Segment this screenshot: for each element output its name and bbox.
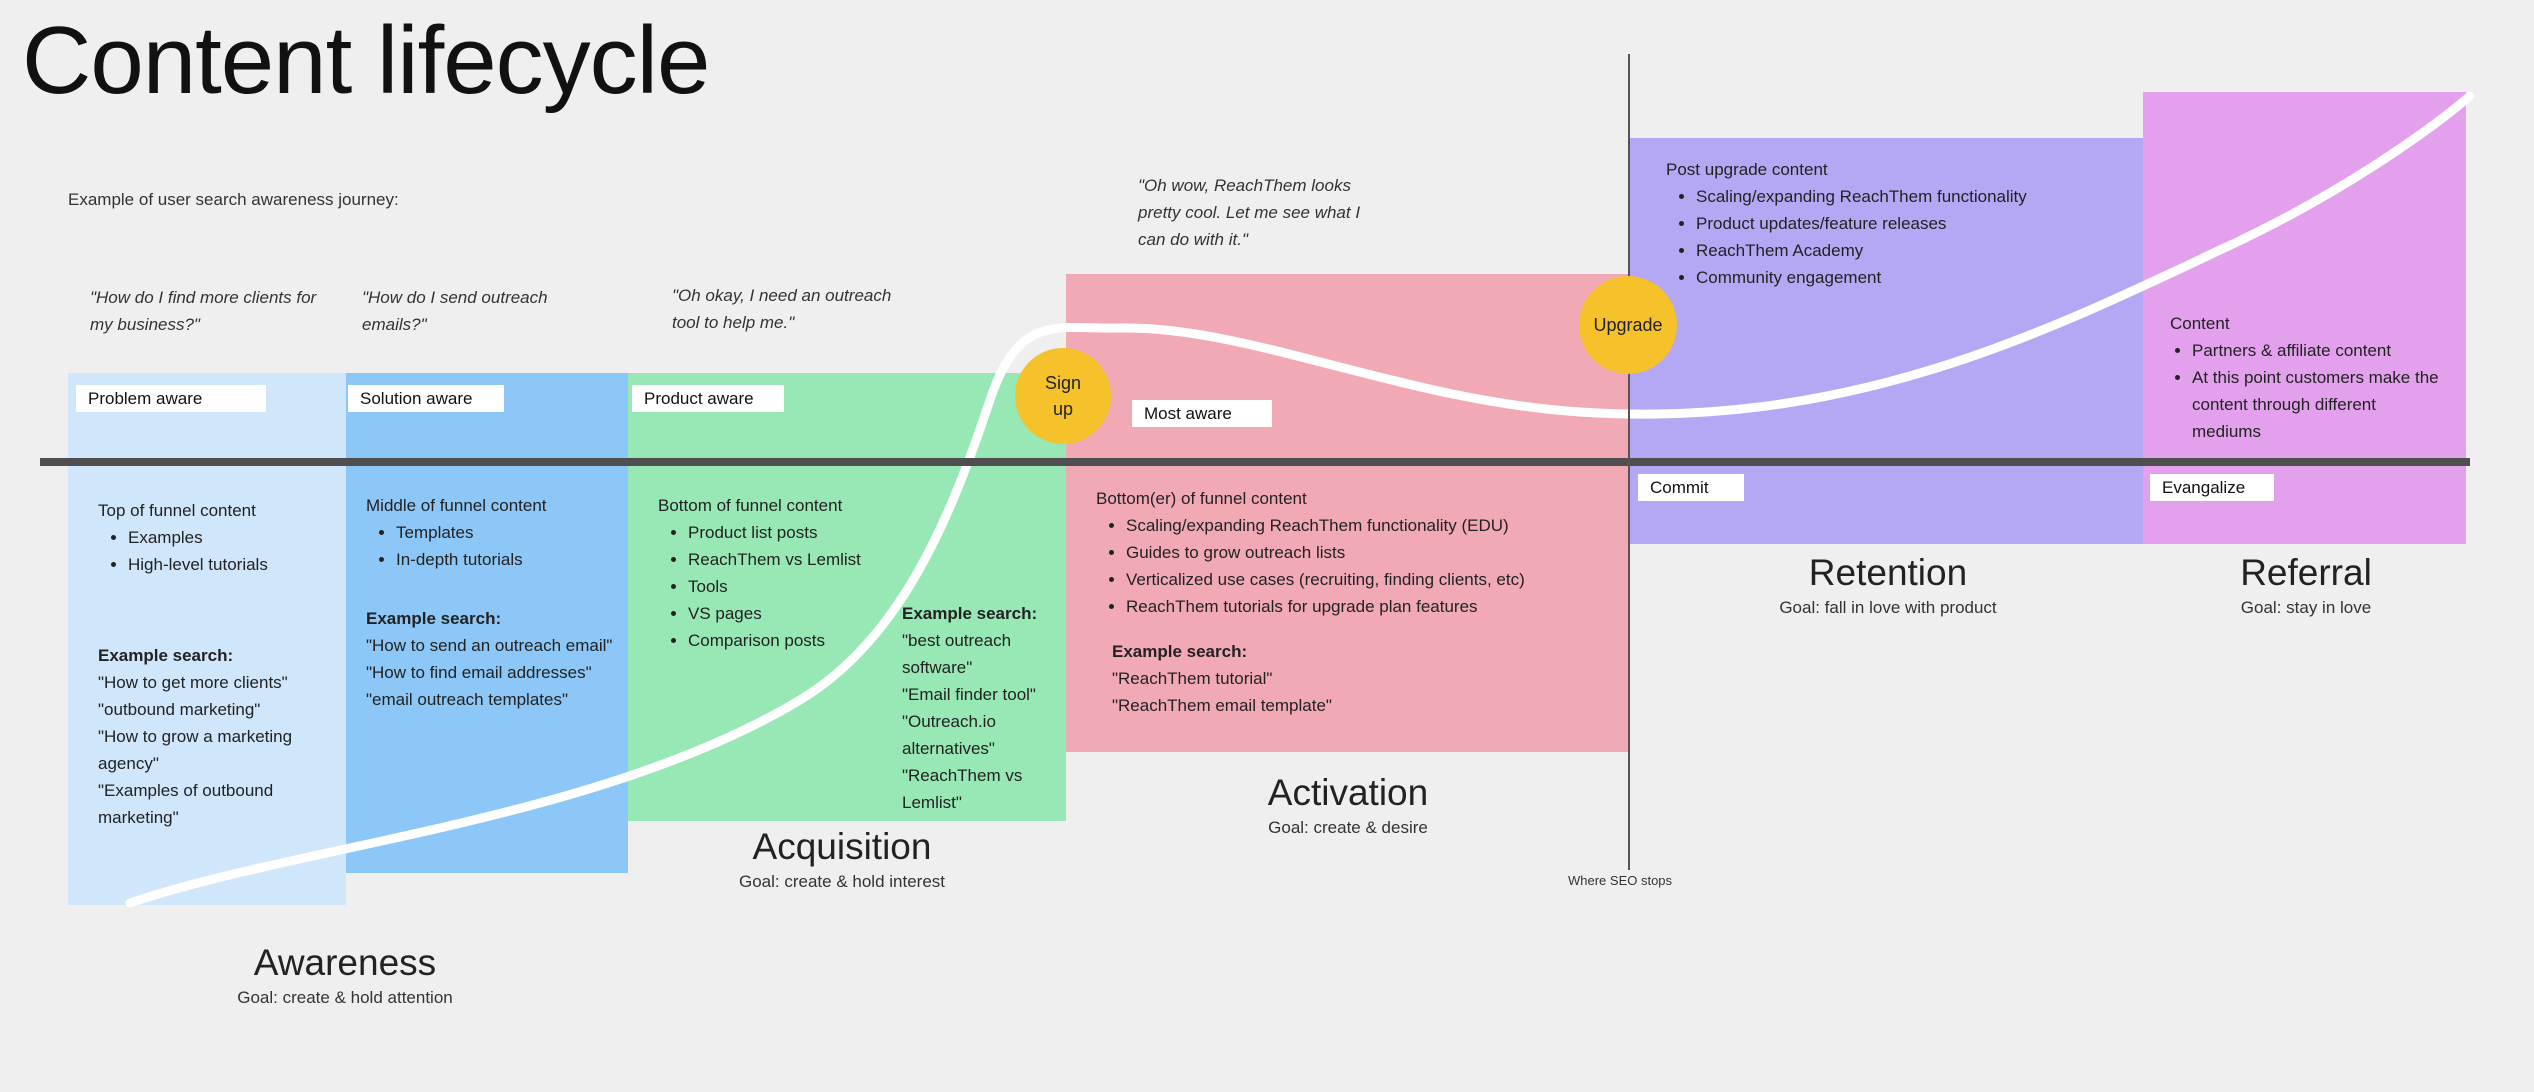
list-item: Product list posts: [688, 519, 928, 546]
example-search: "best outreach software": [902, 631, 1012, 677]
top-funnel-heading: Top of funnel content: [98, 501, 256, 520]
list-item: Partners & affiliate content: [2192, 337, 2440, 364]
middle-funnel-content: Middle of funnel content Templates In-de…: [366, 492, 618, 713]
stage-goal: Goal: stay in love: [2240, 598, 2372, 617]
bottomer-funnel-content: Bottom(er) of funnel content Scaling/exp…: [1096, 485, 1616, 719]
list-item: In-depth tutorials: [396, 546, 618, 573]
list-item: ReachThem tutorials for upgrade plan fea…: [1126, 593, 1616, 620]
list-item: At this point customers make the content…: [2192, 364, 2440, 445]
quote-product: "Oh okay, I need an outreach tool to hel…: [672, 286, 892, 332]
stage-acquisition: Acquisition Goal: create & hold interest: [739, 826, 945, 892]
example-search: "Email finder tool": [902, 685, 1036, 704]
stage-name: Awareness: [253, 942, 437, 983]
list-item: Community engagement: [1696, 264, 2126, 291]
example-search: "How to send an outreach email": [366, 636, 613, 655]
funnel-divider-line: [40, 458, 2470, 466]
tag-product-aware: Product aware: [632, 385, 784, 412]
upgrade-milestone: Upgrade: [1579, 276, 1677, 374]
example-search-label: Example search:: [366, 609, 502, 628]
stage-awareness: Awareness Goal: create & hold attention: [237, 942, 452, 1008]
stage-goal: Goal: create & hold attention: [237, 988, 453, 1007]
list-item: Guides to grow outreach lists: [1126, 539, 1616, 566]
example-search: "email outreach templates": [366, 690, 568, 709]
page-title: Content lifecycle: [22, 7, 710, 114]
bottom-funnel-heading: Bottom of funnel content: [658, 496, 843, 515]
list-item: Scaling/expanding ReachThem functionalit…: [1126, 512, 1616, 539]
list-item: ReachThem vs Lemlist: [688, 546, 928, 573]
seo-note: Where SEO stops: [1568, 873, 1673, 888]
signup-label-line1: Sign: [1044, 373, 1082, 393]
example-search: "How to find email addresses": [366, 663, 592, 682]
journey-subtitle: Example of user search awareness journey…: [68, 190, 399, 209]
stage-name: Retention: [1808, 552, 1968, 593]
example-search: "ReachThem vs Lemlist": [902, 766, 1023, 812]
upgrade-label: Upgrade: [1593, 315, 1663, 335]
list-item: Examples: [128, 524, 338, 551]
example-search: "ReachThem email template": [1112, 696, 1332, 715]
example-search-label: Example search:: [1112, 642, 1248, 661]
example-search: "How to get more clients": [98, 673, 288, 692]
list-item: Comparison posts: [688, 627, 928, 654]
bottom-funnel-content: Bottom of funnel content Product list po…: [658, 492, 928, 654]
tag-most-aware: Most aware: [1132, 400, 1272, 427]
list-item: Scaling/expanding ReachThem functionalit…: [1696, 183, 2126, 210]
activation-zone: [1066, 274, 1628, 752]
list-item: Product updates/feature releases: [1696, 210, 2126, 237]
list-item: Templates: [396, 519, 618, 546]
list-item: Tools: [688, 573, 928, 600]
stage-goal: Goal: create & hold interest: [738, 872, 946, 891]
referral-content: Content Partners & affiliate content At …: [2170, 310, 2440, 445]
list-item: Verticalized use cases (recruiting, find…: [1126, 566, 1616, 593]
referral-zone: [2143, 92, 2466, 544]
list-item: VS pages: [688, 600, 928, 627]
referral-content-heading: Content: [2170, 314, 2230, 333]
example-search-label: Example search:: [98, 646, 234, 665]
example-search: "outbound marketing": [98, 700, 261, 719]
stage-name: Activation: [1267, 772, 1429, 813]
example-search: "Outreach.io alternatives": [902, 712, 996, 758]
stage-referral: Referral Goal: stay in love: [2240, 552, 2372, 618]
bottomer-funnel-heading: Bottom(er) of funnel content: [1096, 489, 1307, 508]
stage-name: Referral: [2240, 552, 2372, 593]
tag-commit: Commit: [1638, 474, 1744, 501]
example-search-label: Example search:: [902, 604, 1038, 623]
tag-evangalize: Evangalize: [2150, 474, 2274, 501]
stage-activation: Activation Goal: create & desire: [1268, 772, 1428, 838]
stage-goal: Goal: fall in love with product: [1779, 598, 1997, 617]
seo-boundary-line: [1628, 54, 1630, 870]
post-upgrade-content: Post upgrade content Scaling/expanding R…: [1666, 156, 2126, 291]
middle-funnel-heading: Middle of funnel content: [366, 496, 547, 515]
quote-most-aware: "Oh wow, ReachThem looks pretty cool. Le…: [1138, 176, 1361, 249]
stage-goal: Goal: create & desire: [1268, 818, 1428, 837]
stage-name: Acquisition: [752, 826, 932, 867]
quote-problem: "How do I find more clients for my busin…: [90, 288, 317, 334]
quote-solution: "How do I send outreach emails?": [362, 288, 548, 334]
example-search: "How to grow a marketing agency": [98, 727, 293, 773]
example-search: "ReachThem tutorial": [1112, 669, 1273, 688]
list-item: High-level tutorials: [128, 551, 338, 578]
stage-retention: Retention Goal: fall in love with produc…: [1779, 552, 1996, 618]
example-search: "Examples of outbound marketing": [98, 781, 274, 827]
list-item: ReachThem Academy: [1696, 237, 2126, 264]
signup-milestone: Sign up: [1015, 348, 1111, 444]
tag-problem-aware: Problem aware: [76, 385, 266, 412]
signup-label-line2: up: [1052, 399, 1074, 419]
bottom-funnel-examples: Example search: "best outreach software"…: [902, 600, 1062, 816]
top-funnel-content: Top of funnel content Examples High-leve…: [98, 497, 338, 831]
tag-solution-aware: Solution aware: [348, 385, 504, 412]
post-upgrade-heading: Post upgrade content: [1666, 160, 1828, 179]
